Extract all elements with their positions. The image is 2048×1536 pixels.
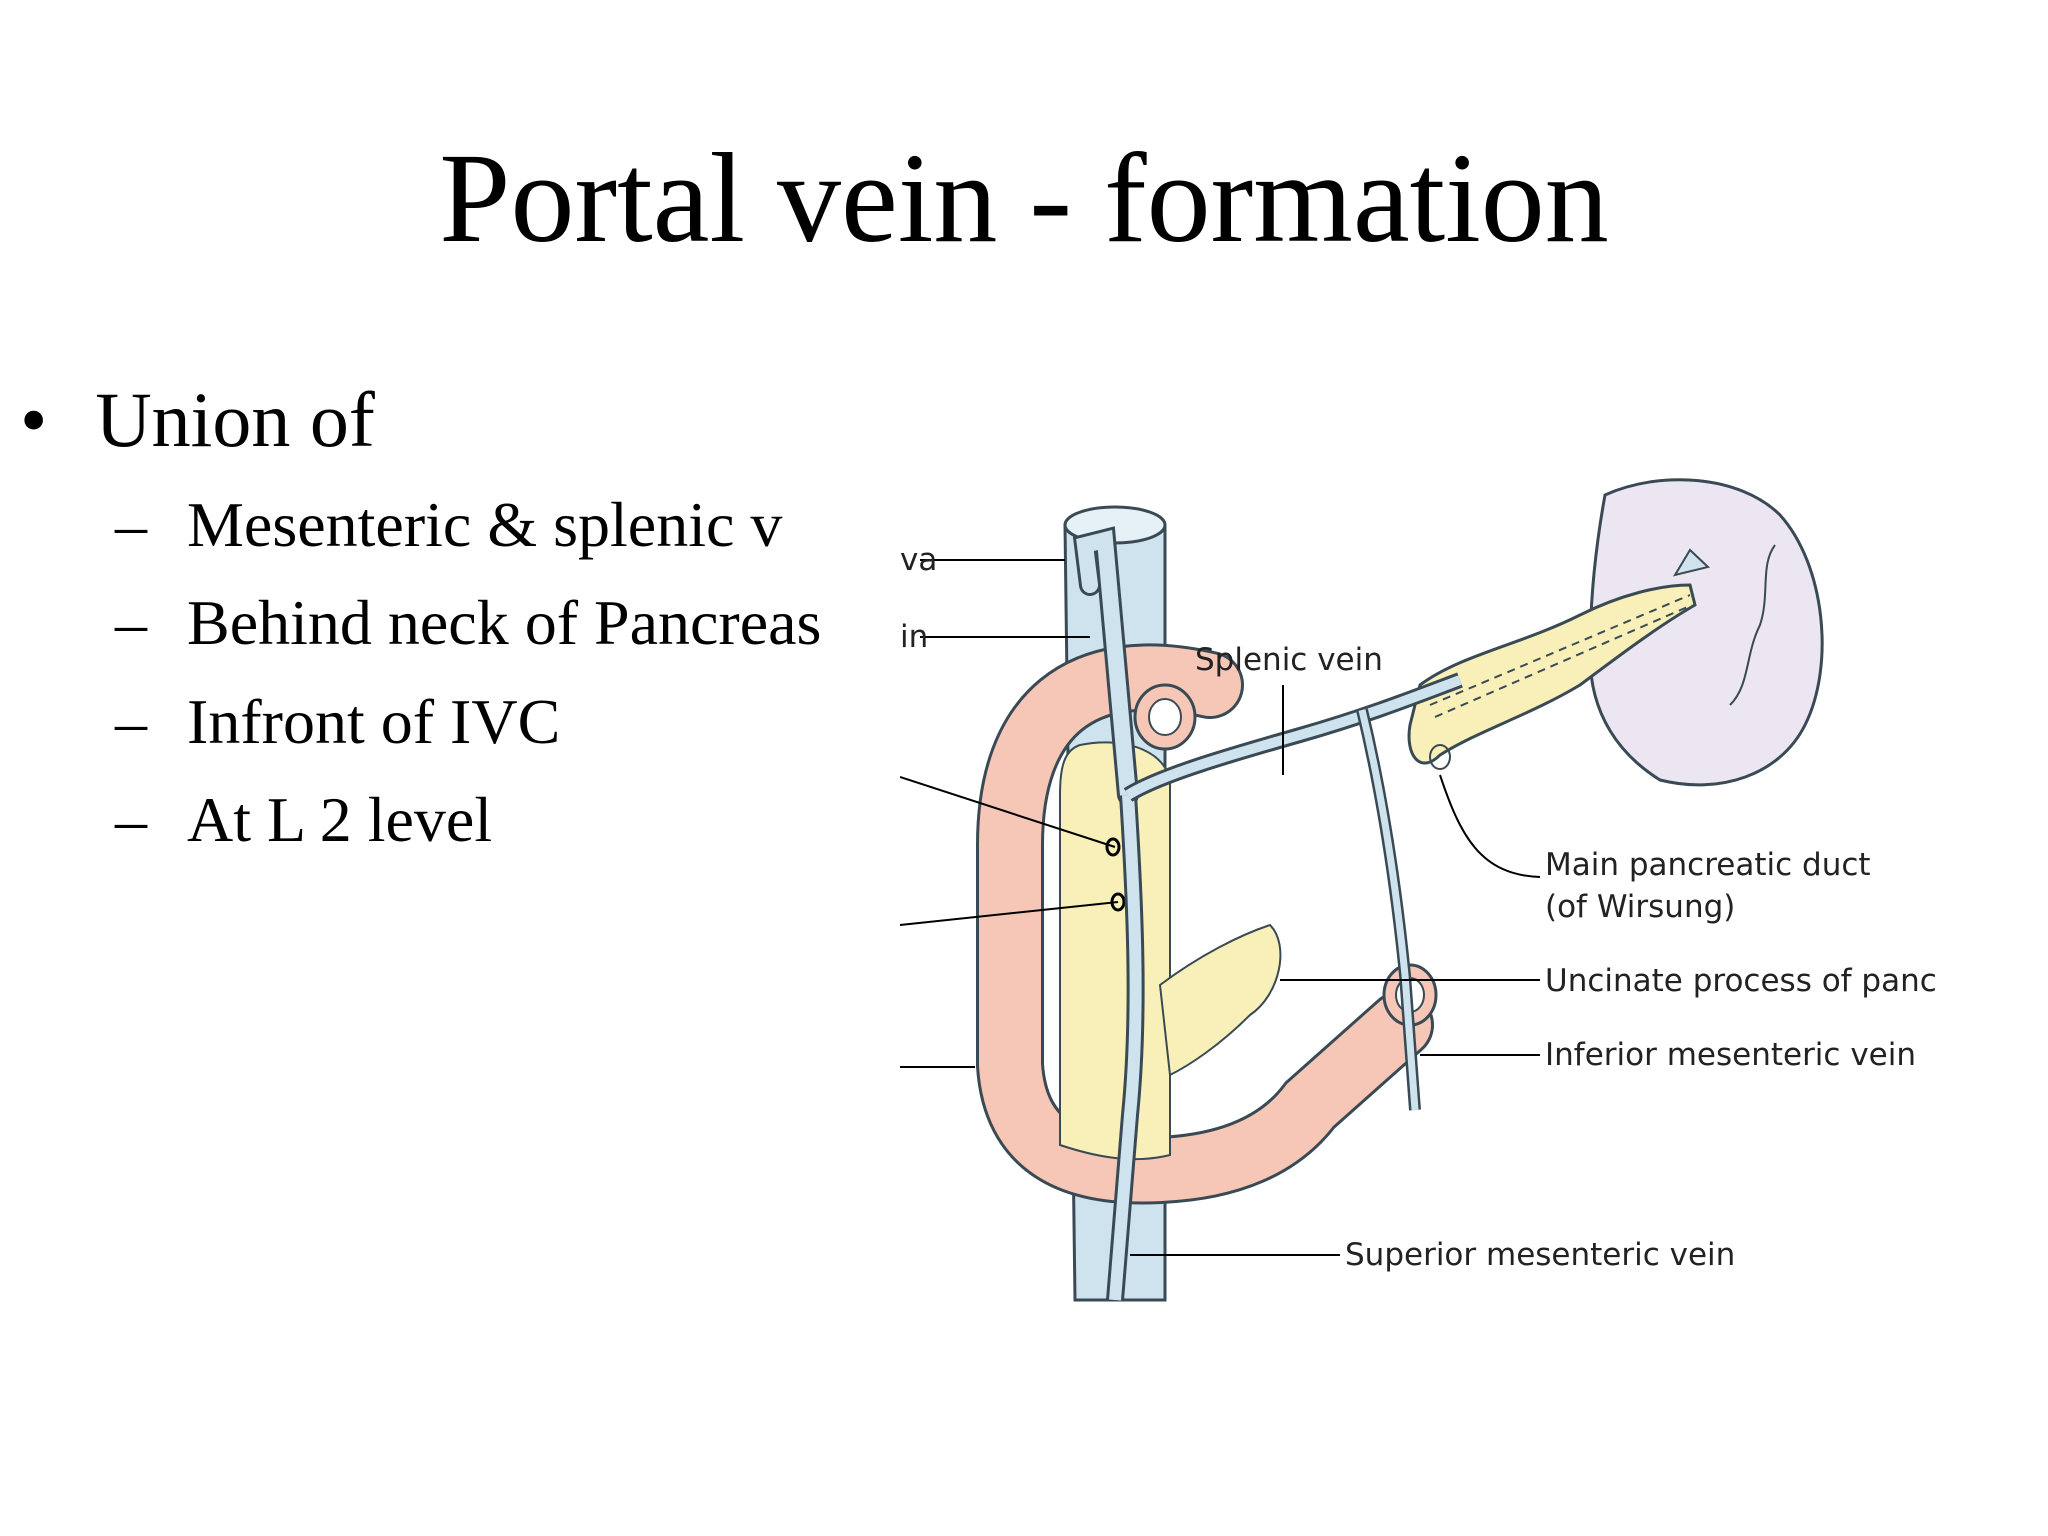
dash-marker: – — [115, 489, 147, 560]
dash-marker: – — [115, 587, 147, 658]
pancreas-uncinate — [1158, 923, 1282, 1077]
sub-bullet-text: Infront of IVC — [187, 686, 561, 757]
dash-marker: – — [115, 686, 147, 757]
portal-vein-diagram: va in Splenic vein Main pancreatic duct … — [900, 455, 2048, 1325]
label-of-wirsung: (of Wirsung) — [1545, 889, 1735, 925]
pancreas-head — [1059, 741, 1171, 1161]
label-superior-mesenteric-vein: Superior mesenteric vein — [1345, 1237, 1735, 1273]
sub-bullet-infront-ivc: – Infront of IVC — [115, 684, 560, 760]
bullet-union-of: • Union of — [20, 375, 375, 465]
sub-bullet-l2-level: – At L 2 level — [115, 782, 492, 858]
label-main-pancreatic-duct: Main pancreatic duct — [1545, 847, 1871, 883]
label-cropped-va: va — [900, 542, 937, 578]
sub-bullet-text: Mesenteric & splenic v — [187, 489, 783, 560]
dash-marker: – — [115, 784, 147, 855]
label-cropped-in: in — [900, 619, 928, 655]
bullet-marker: • — [20, 376, 48, 463]
label-splenic-vein: Splenic vein — [1195, 642, 1383, 678]
sub-bullet-text: Behind neck of Pancreas — [187, 587, 822, 658]
bullet-text: Union of — [95, 376, 375, 463]
sub-bullet-behind-neck: – Behind neck of Pancreas — [115, 585, 821, 661]
slide-title: Portal vein - formation — [439, 127, 1609, 269]
sub-bullet-text: At L 2 level — [187, 784, 493, 855]
sub-bullet-mesenteric-splenic: – Mesenteric & splenic v — [115, 487, 782, 563]
label-inferior-mesenteric-vein: Inferior mesenteric vein — [1545, 1037, 1916, 1073]
label-uncinate-process: Uncinate process of panc — [1545, 963, 1937, 999]
pancreas-body-tail — [1407, 583, 1697, 765]
